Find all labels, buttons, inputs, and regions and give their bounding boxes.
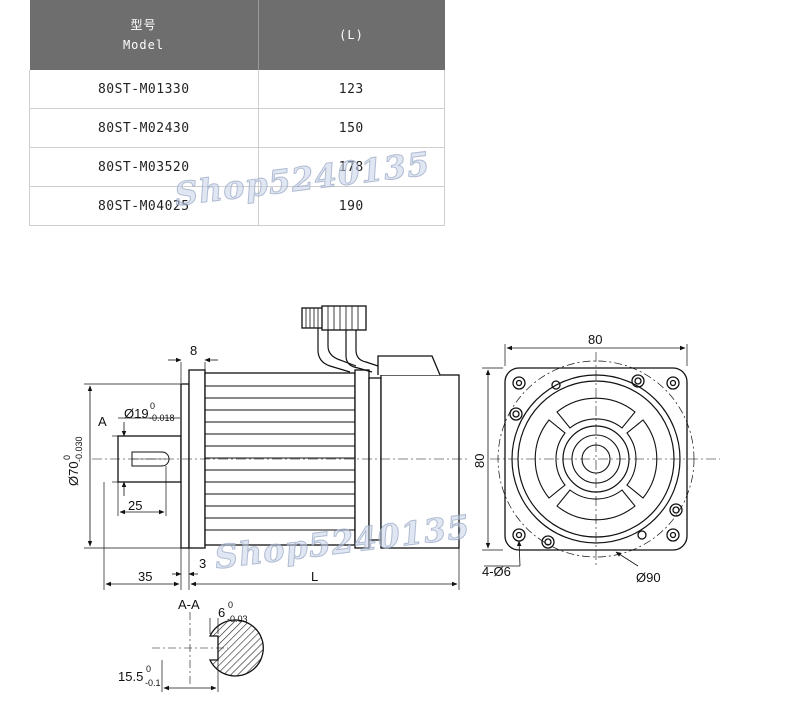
spigot-tol-lower: -0.030 [74, 436, 84, 462]
section-mark: A [98, 414, 107, 429]
spec-table: 型号 Model (L) 80ST-M01330 123 80ST-M02430… [29, 0, 445, 226]
length-cell: 123 [258, 70, 445, 109]
model-column-header: 型号 Model [29, 0, 259, 70]
mount-hole [666, 528, 680, 542]
mount-holes-dim: 4-Ø6 [482, 564, 511, 579]
model-header-en: Model [122, 38, 165, 52]
model-cell: 80ST-M01330 [29, 70, 259, 109]
model-cell: 80ST-M04025 [29, 186, 259, 226]
spigot-depth-dim: 3 [199, 556, 206, 571]
length-cell: 150 [258, 108, 445, 148]
spigot [180, 383, 190, 549]
power-connector [301, 307, 325, 329]
shaft-tol-upper: 0 [150, 401, 155, 411]
model-cell: 80ST-M02430 [29, 108, 259, 148]
mount-hole [512, 376, 526, 390]
shaft-section [208, 619, 264, 677]
length-column-header: (L) [258, 0, 445, 70]
table-row: 80ST-M04025 190 [29, 186, 445, 226]
length-cell: 178 [258, 147, 445, 187]
table-row: 80ST-M03520 178 [29, 147, 445, 187]
side-view [84, 305, 470, 590]
encoder-connector [321, 305, 367, 331]
mount-hole [666, 376, 680, 390]
cooling-fins [205, 385, 355, 531]
key-depth-dim: 15.5 [118, 669, 143, 684]
spigot-diameter-dim: Ø70 [66, 461, 81, 486]
key-width-dim: 6 [218, 605, 225, 620]
depth-tol-lower: -0.1 [145, 678, 161, 688]
table-row: 80ST-M02430 150 [29, 108, 445, 148]
front-width-dim: 80 [588, 332, 602, 347]
length-cell: 190 [258, 186, 445, 226]
model-cell: 80ST-M03520 [29, 147, 259, 187]
front-view [482, 344, 720, 567]
model-header-cn: 型号 [130, 18, 157, 32]
shaft-length-dim: 35 [138, 569, 152, 584]
pcd-dim: Ø90 [636, 570, 661, 585]
flange-thickness-dim: 8 [190, 343, 197, 358]
spigot-tol-upper: 0 [62, 455, 72, 460]
depth-tol-upper: 0 [146, 664, 151, 674]
encoder-housing [380, 374, 460, 549]
key-length-dim: 25 [128, 498, 142, 513]
front-height-dim: 80 [472, 454, 487, 468]
table-header-row: 型号 Model (L) [29, 0, 445, 70]
key-tol-lower: -0.03 [227, 614, 248, 624]
shaft-tol-lower: -0.018 [149, 413, 175, 423]
body-length-dim: L [311, 569, 318, 584]
key-tol-upper: 0 [228, 600, 233, 610]
table-row: 80ST-M01330 123 [29, 70, 445, 109]
section-title: A-A [178, 597, 200, 612]
shaft-diameter-dim: Ø19 [124, 406, 149, 421]
key-slot [131, 451, 170, 467]
section-view [152, 612, 264, 692]
